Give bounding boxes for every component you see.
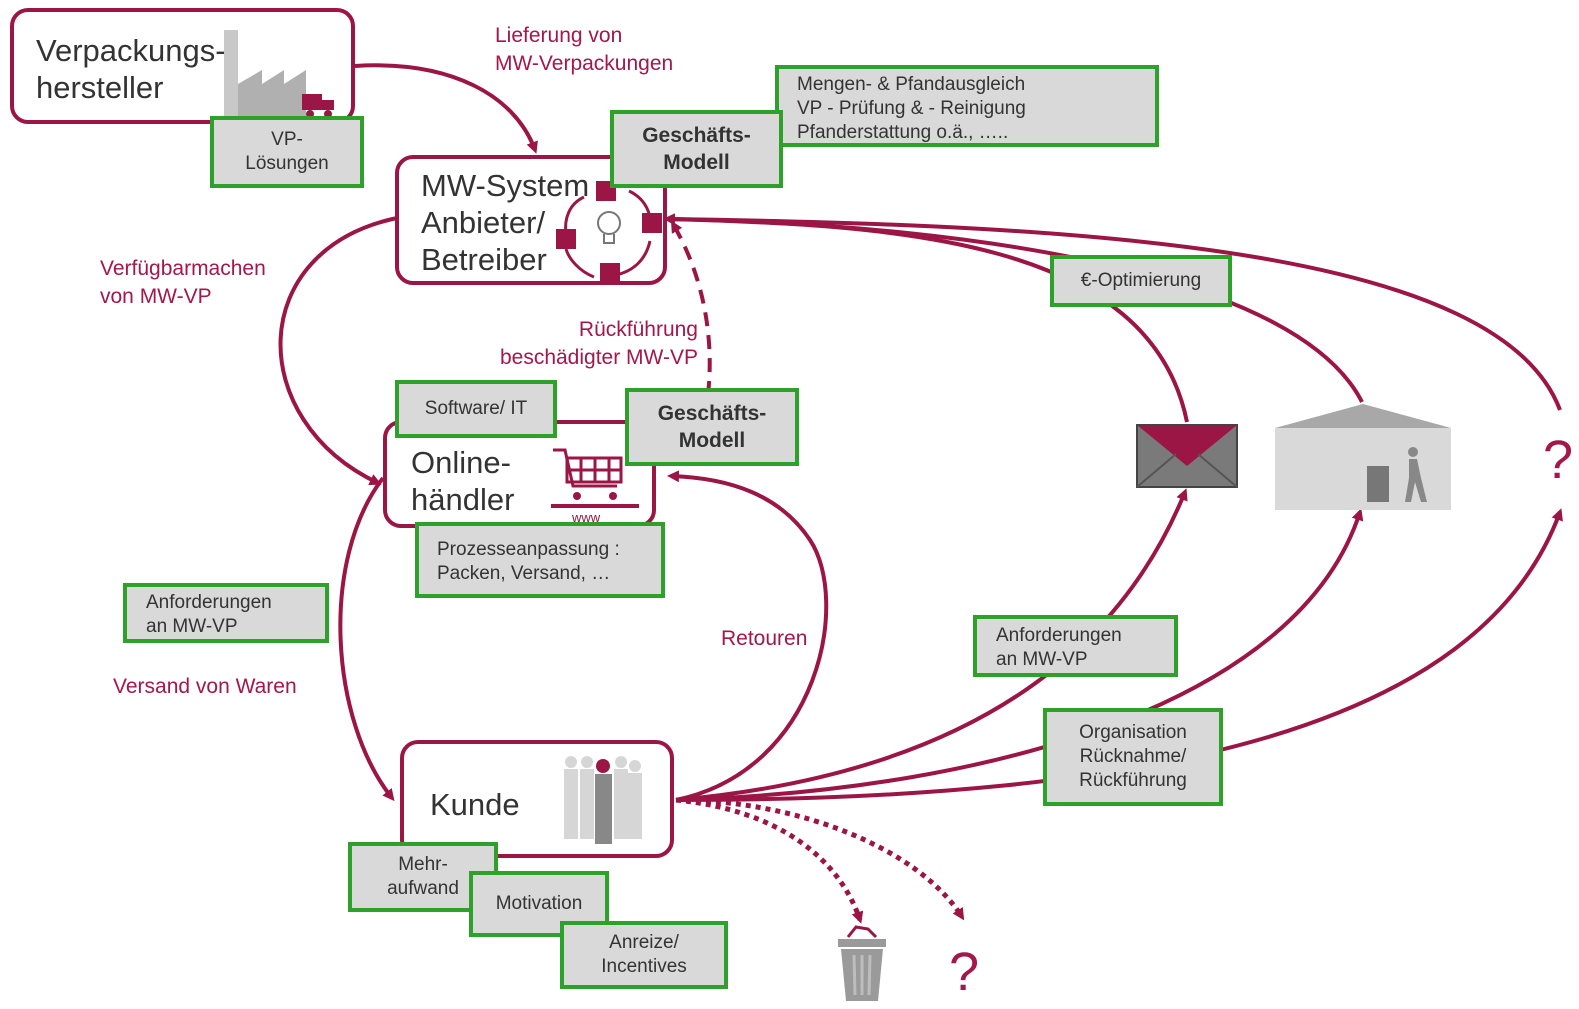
motivation-box: Motivation xyxy=(469,871,609,937)
people-group-icon xyxy=(564,756,642,844)
arrow-provision xyxy=(278,216,398,485)
arrow-damaged-return xyxy=(670,220,712,396)
arrow-returns xyxy=(667,470,829,802)
arrow-to-unknown xyxy=(675,797,965,921)
system-title: MW-System Anbieter/ Betreiber xyxy=(421,168,590,277)
arrow-shipping xyxy=(338,476,395,802)
vp-solutions-text: VP- Lösungen xyxy=(245,129,329,174)
services-text: Mengen- & Pfandausgleich VP - Prüfung & … xyxy=(797,74,1026,143)
software-box: Software/ IT xyxy=(395,380,557,438)
business-model-1-text: Geschäfts- Modell xyxy=(642,124,751,174)
trash-can-icon xyxy=(838,925,886,1001)
warehouse-person-icon xyxy=(1275,404,1451,510)
business-model-box-1: Geschäfts- Modell xyxy=(610,110,783,188)
envelope-icon xyxy=(1136,424,1238,488)
services-box: Mengen- & Pfandausgleich VP - Prüfung & … xyxy=(775,65,1159,147)
shipping-label: Versand von Waren xyxy=(113,675,297,698)
incentives-box: Anreize/ Incentives xyxy=(560,921,728,989)
requirements-right-box: Anforderungen an MW-VP xyxy=(973,615,1178,677)
cycle-lightbulb-icon xyxy=(556,181,662,283)
motivation-text: Motivation xyxy=(495,893,583,914)
customer-title: Kunde xyxy=(430,787,520,822)
arrow-depot-to-system xyxy=(666,217,1364,403)
requirements-left-text: Anforderungen an MW-VP xyxy=(146,592,272,637)
arrow-to-question xyxy=(675,508,1563,802)
arrow-to-mail xyxy=(675,488,1188,802)
arrow-question-to-system xyxy=(666,217,1562,411)
organisation-text: Organisation Rücknahme/ Rückführung xyxy=(1079,722,1187,791)
incentives-text: Anreize/ Incentives xyxy=(601,932,687,977)
extra-effort-text: Mehr- aufwand xyxy=(387,854,459,899)
process-text: Prozesseanpassung : Packen, Versand, … xyxy=(437,539,620,584)
returns-label: Retouren xyxy=(721,627,808,650)
extra-effort-box: Mehr- aufwand xyxy=(348,842,498,912)
requirements-right-text: Anforderungen an MW-VP xyxy=(996,625,1122,670)
actor-manufacturer: Verpackungs- hersteller xyxy=(10,8,355,124)
actor-retailer: Online- händler www xyxy=(383,420,656,528)
software-text: Software/ IT xyxy=(424,398,528,419)
factory-truck-icon xyxy=(224,30,334,120)
requirements-left-box: Anforderungen an MW-VP xyxy=(123,583,329,643)
www-text: www xyxy=(572,510,601,525)
business-model-2-text: Geschäfts- Modell xyxy=(657,402,767,452)
business-model-box-2: Geschäfts- Modell xyxy=(625,388,799,466)
euro-optimization-text: €-Optimierung xyxy=(1080,270,1202,291)
delivery-label: Lieferung von MW-Verpackungen xyxy=(495,24,674,75)
manufacturer-title: Verpackungs- hersteller xyxy=(36,33,226,105)
euro-optimization-box: €-Optimierung xyxy=(1050,255,1232,307)
actor-customer: Kunde xyxy=(400,740,674,858)
provision-label: Verfügbarmachen von MW-VP xyxy=(100,257,266,308)
organisation-box: Organisation Rücknahme/ Rückführung xyxy=(1043,708,1223,806)
question-bottom: ? xyxy=(949,942,980,1002)
arrow-to-trash xyxy=(675,797,864,924)
retailer-title: Online- händler xyxy=(411,445,515,517)
damaged-return-label: Rückführung beschädigter MW-VP xyxy=(499,318,698,369)
question-right: ? xyxy=(1543,430,1574,490)
vp-solutions-box: VP- Lösungen xyxy=(210,116,364,188)
shopping-cart-www-icon xyxy=(551,448,639,508)
arrow-delivery xyxy=(354,63,538,154)
process-box: Prozesseanpassung : Packen, Versand, … xyxy=(415,522,665,598)
